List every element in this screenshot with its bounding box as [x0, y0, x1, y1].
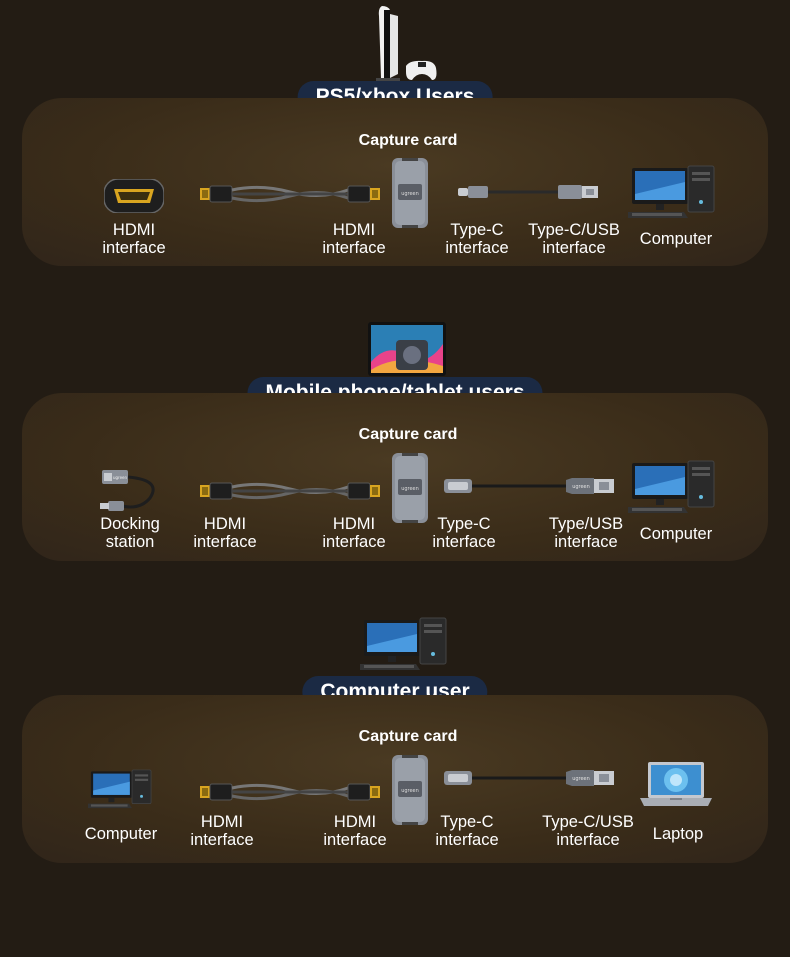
- capture-card-label: Capture card: [358, 728, 458, 745]
- capture-card-label: Capture card: [358, 132, 458, 149]
- capture-card-label: Capture card: [358, 426, 458, 443]
- usb-cable-icon: [444, 766, 614, 790]
- label-laptop: Laptop: [652, 825, 704, 843]
- tablet-icon: [368, 322, 446, 376]
- desktop-computer-icon: [88, 768, 154, 810]
- laptop-icon: [640, 762, 712, 806]
- hdmi-cable-icon: [200, 780, 380, 804]
- ps5-console-icon: [376, 6, 437, 82]
- desktop-computer-icon: [360, 616, 450, 672]
- label-computer: Computer: [639, 525, 713, 543]
- label-computer: Computer: [639, 230, 713, 248]
- capture-card-icon: [390, 755, 430, 825]
- section-mobile-tablet: Mobile phone/tablet users Capture card D…: [22, 322, 768, 561]
- label-computer: Computer: [84, 825, 158, 843]
